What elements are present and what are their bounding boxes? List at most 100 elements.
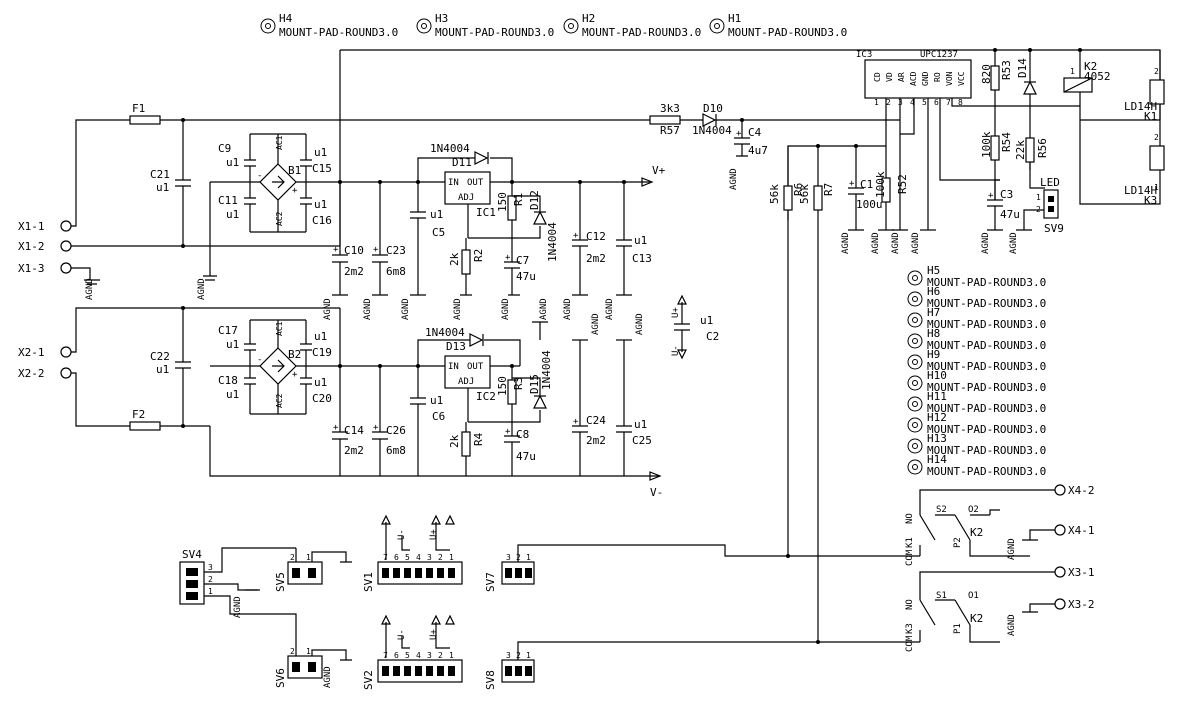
svg-text:AGND: AGND [539,298,549,320]
svg-text:C14: C14 [344,424,364,437]
svg-text:X1-1: X1-1 [18,220,45,233]
resistor-r6: 56k R6 [768,146,805,556]
header-pin [382,666,389,676]
resistor-r2: 2k R2 [448,238,485,295]
svg-text:+: + [373,245,379,255]
connector-x1: X1-1 X1-2 X1-3 [18,220,72,275]
svg-text:1N4004: 1N4004 [430,142,470,155]
svg-text:47u: 47u [1000,208,1020,221]
svg-text:820: 820 [980,64,993,84]
cap-c21: C21 u1 [150,118,191,248]
svg-text:U-: U- [397,629,407,640]
svg-text:22k: 22k [1014,140,1027,160]
svg-text:R52: R52 [896,174,909,194]
header-sv6: 2 1 SV6 AGND [274,647,352,688]
svg-text:C21: C21 [150,168,170,181]
header-pin [415,568,422,578]
svg-text:C24: C24 [586,414,606,427]
relay-k3: 2 1 LD14H K3 [1079,120,1165,207]
mount-pad-ref: H6 [927,285,940,298]
mount-pad-ring [907,354,923,370]
svg-text:AGND: AGND [363,298,373,320]
svg-text:2: 2 [1154,133,1159,142]
svg-text:1: 1 [526,651,531,660]
mount-pad-h4: H4 MOUNT-PAD-ROUND3.0 [260,12,398,39]
svg-text:7: 7 [946,98,951,107]
svg-text:X2-2: X2-2 [18,367,45,380]
svg-text:B1: B1 [288,164,301,177]
svg-text:SV2: SV2 [362,670,375,690]
svg-text:2: 2 [886,98,891,107]
svg-text:2m2: 2m2 [586,434,606,447]
svg-text:u1: u1 [700,314,713,327]
svg-text:OUT: OUT [467,178,484,188]
svg-text:2m2: 2m2 [586,252,606,265]
svg-text:4: 4 [910,98,915,107]
header-pin [448,568,455,578]
mount-pad-ref: H8 [927,327,940,340]
svg-text:SV4: SV4 [182,548,202,561]
mount-pad-stack: H5MOUNT-PAD-ROUND3.0H6MOUNT-PAD-ROUND3.0… [907,264,1046,478]
resistor-r1: R1 150 [496,182,525,238]
header-pin [437,666,444,676]
svg-text:COM: COM [905,635,915,652]
svg-text:LD14H: LD14H [1124,100,1157,113]
mount-pad-ring [907,459,923,475]
svg-text:GND: GND [921,71,930,86]
svg-text:SV8: SV8 [484,670,497,690]
svg-text:C17: C17 [218,324,238,337]
mount-pad-ref: H10 [927,369,947,382]
svg-text:u1: u1 [634,234,647,247]
svg-text:100u: 100u [856,198,883,211]
svg-text:ADJ: ADJ [458,377,474,387]
svg-text:H2: H2 [582,12,595,25]
svg-text:R54: R54 [1000,132,1013,152]
svg-text:+: + [333,245,339,255]
fuse-f1 [129,115,161,125]
svg-text:F1: F1 [132,102,145,115]
svg-text:u1: u1 [156,363,169,376]
header-pin-number: 3 [427,553,432,562]
svg-text:5: 5 [922,98,927,107]
cap-c23: + C23 6m8 [372,182,406,295]
svg-text:1: 1 [306,647,311,656]
svg-text:U-: U- [671,345,681,356]
svg-text:R4: R4 [472,432,485,446]
svg-text:+: + [573,231,579,241]
svg-text:K2: K2 [970,526,983,539]
svg-text:C16: C16 [312,214,332,227]
svg-text:C11: C11 [218,194,238,207]
svg-text:1N4004: 1N4004 [546,222,559,262]
mount-pad-hole [912,422,918,428]
svg-text:X1-2: X1-2 [18,240,45,253]
cap-c25: u1 C25 AGND [616,313,652,476]
svg-text:150: 150 [496,192,509,212]
svg-text:AGND: AGND [591,313,601,335]
resistor-r7: 56k R7 [798,146,835,642]
svg-text:2m2: 2m2 [344,444,364,457]
svg-text:6: 6 [934,98,939,107]
mount-pad-hole [912,275,918,281]
svg-text:C18: C18 [218,374,238,387]
svg-text:C26: C26 [386,424,406,437]
svg-text:u1: u1 [314,330,327,343]
svg-text:X4-2: X4-2 [1068,484,1095,497]
svg-text:SV6: SV6 [274,668,287,688]
header-pin-number: 6 [394,651,399,660]
svg-text:K2: K2 [970,612,983,625]
svg-text:u1: u1 [156,181,169,194]
svg-text:3k3: 3k3 [660,102,680,115]
header-pin [426,568,433,578]
header-pin-number: 4 [416,651,421,660]
svg-text:2: 2 [290,553,295,562]
mount-pad-hole [912,401,918,407]
svg-text:VD: VD [885,72,894,82]
svg-text:SV9: SV9 [1044,222,1064,235]
svg-text:1: 1 [1154,183,1159,192]
svg-text:R7: R7 [822,183,835,196]
svg-text:R6: R6 [792,183,805,196]
svg-text:U+: U+ [671,307,681,318]
resistor-r3: R3 150 [496,366,525,422]
svg-text:C22: C22 [150,350,170,363]
